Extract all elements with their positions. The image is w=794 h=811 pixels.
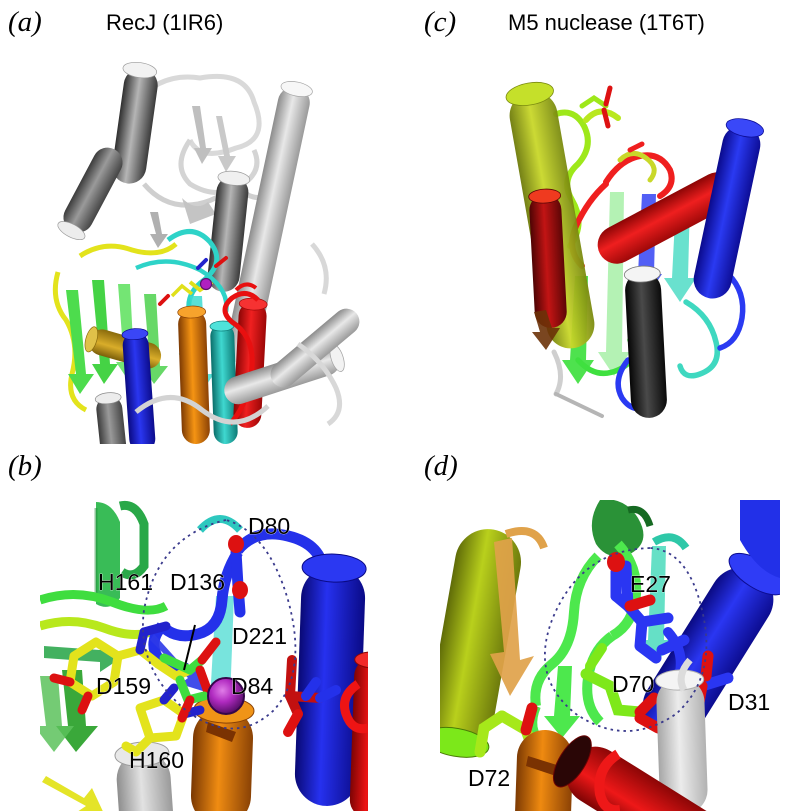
helix-blue-b	[294, 553, 367, 806]
helix-grey-2	[57, 147, 123, 241]
helix-grey-1	[112, 61, 158, 184]
helix-blue-a	[121, 328, 156, 444]
sidechain-d70-d	[580, 643, 664, 734]
beta-orange-d	[490, 538, 534, 696]
sidechain-d84-b	[283, 655, 341, 737]
panel-a-letter: (a)	[8, 6, 42, 38]
label-d31: D31	[728, 689, 770, 715]
sidechain-d80-b	[228, 535, 248, 618]
panel-d-letter: (d)	[424, 450, 458, 482]
helix-black-c	[623, 265, 667, 418]
helix-darkgrey-a	[94, 392, 130, 444]
active-site-circle-b	[142, 519, 297, 730]
panel-b-letter: (b)	[8, 450, 42, 482]
helix-red-d	[552, 735, 728, 811]
label-d136: D136	[170, 569, 225, 595]
active-site-circle-d	[544, 547, 708, 732]
helix-grey-cross-a2	[270, 308, 360, 388]
helix-blue-c	[693, 118, 764, 299]
label-d72: D72	[468, 765, 510, 791]
label-h160: H160	[129, 747, 184, 773]
label-d80: D80	[248, 513, 290, 539]
catalytic-core-a	[52, 229, 360, 444]
panel-c-structure	[470, 60, 770, 430]
helix-red-b	[349, 651, 368, 811]
label-d221: D221	[232, 623, 287, 649]
leader-line-d136	[183, 624, 196, 671]
panel-c-title: M5 nuclease (1T6T)	[508, 10, 705, 35]
helix-orange-d	[515, 730, 573, 811]
label-e27: E27	[630, 571, 671, 597]
metal-ion-sphere-b	[207, 677, 245, 715]
sidechains-green-b	[159, 637, 221, 723]
panel-a-title: RecJ (1IR6)	[106, 10, 224, 35]
sidechain-c	[579, 85, 645, 153]
label-d70: D70	[612, 671, 654, 697]
panel-d-structure: E27 D70 D31 D72	[440, 500, 780, 811]
active-site-residues-a	[158, 256, 228, 306]
beta-brown-c	[532, 310, 560, 350]
helix-cyan-a	[209, 320, 238, 444]
label-h161: H161	[98, 569, 153, 595]
panel-c-letter: (c)	[424, 6, 457, 38]
panel-a-structure	[40, 44, 380, 444]
label-d159: D159	[96, 673, 151, 699]
helix-darkred-c	[528, 188, 567, 328]
helix-orange-a	[177, 305, 210, 444]
label-d84: D84	[231, 673, 273, 699]
panel-b-structure: D80 H161 D136 D221 D159 D84 H160	[40, 500, 368, 811]
